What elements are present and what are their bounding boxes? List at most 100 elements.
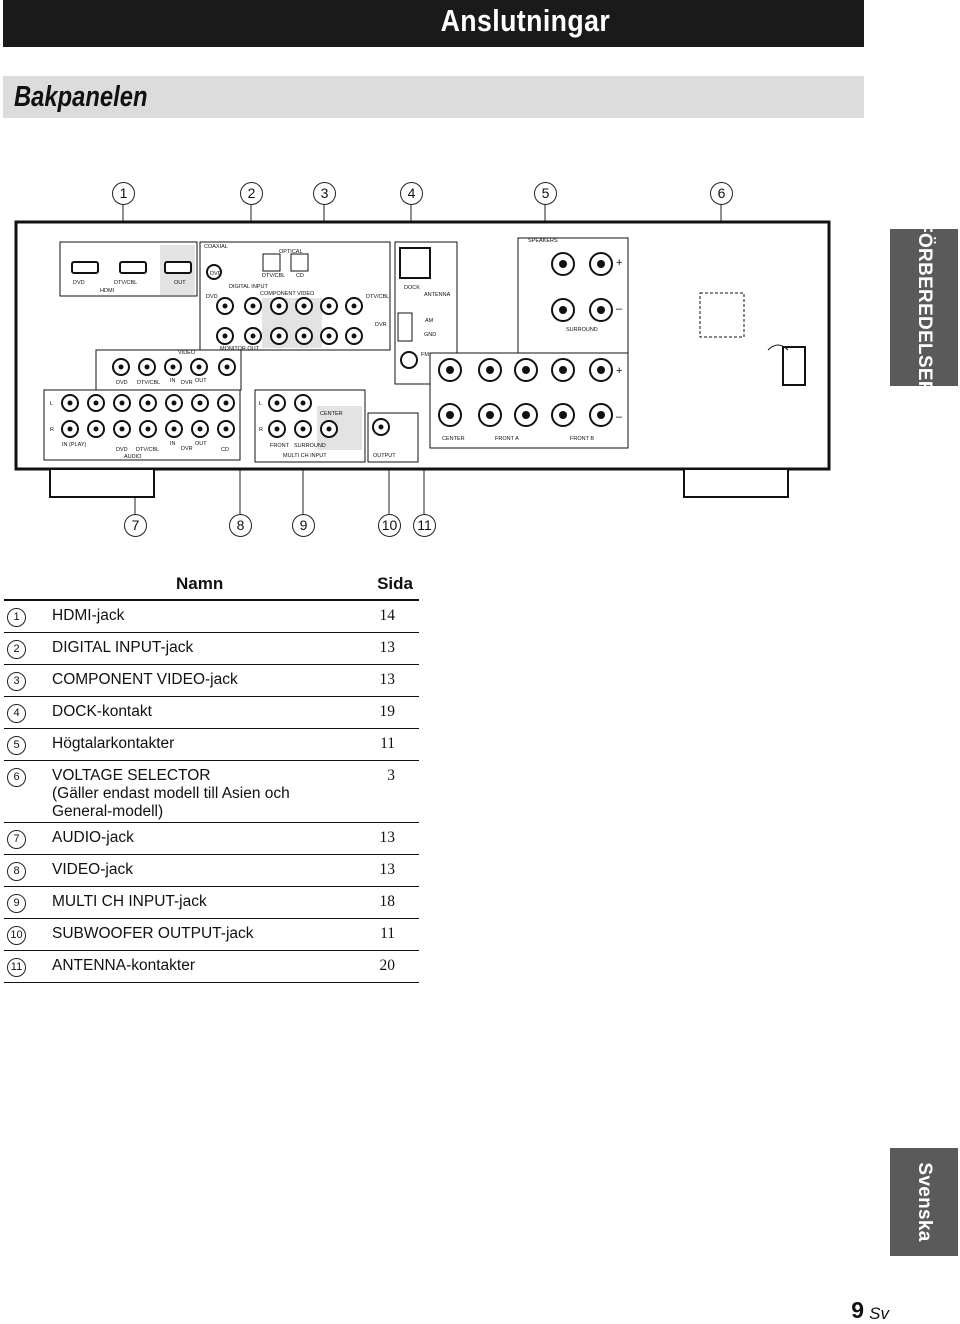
table-row: 11 ANTENNA-kontakter 20 (4, 950, 419, 983)
label-coaxial: COAXIAL (204, 244, 228, 250)
label-dtv-opt: DTV/CBL (262, 273, 285, 279)
row-number: 1 (7, 608, 26, 627)
row-page: 13 (364, 854, 419, 887)
row-page: 18 (364, 886, 419, 919)
table-row: 5 Högtalarkontakter 11 (4, 728, 419, 761)
label-audio-dvd: DVD (116, 447, 128, 453)
label-center: CENTER (442, 436, 465, 442)
label-audio-in: IN (PLAY) (62, 442, 87, 448)
row-name: DIGITAL INPUT-jack (40, 632, 365, 665)
table-row: 4 DOCK-kontakt 19 (4, 696, 419, 729)
label-digital-input: DIGITAL INPUT (229, 284, 268, 290)
row-name: SUBWOOFER OUTPUT-jack (40, 918, 365, 951)
row-name: DOCK-kontakt (40, 696, 365, 729)
label-video-out: OUT (195, 378, 207, 384)
table-row: 10 SUBWOOFER OUTPUT-jack 11 (4, 918, 419, 951)
label-speakers: SPEAKERS (528, 238, 558, 244)
side-tab-forberedelser: FÖRBEREDELSER (890, 221, 958, 394)
row-page: 13 (364, 822, 419, 855)
table-row: 6 VOLTAGE SELECTOR (Gäller endast modell… (4, 760, 419, 823)
row-number: 5 (7, 736, 26, 755)
label-gnd: GND (424, 332, 436, 338)
table-row: 8 VIDEO-jack 13 (4, 854, 419, 887)
row-name: ANTENNA-kontakter (40, 950, 365, 983)
label-multi-ch-input: MULTI CH INPUT (283, 453, 327, 459)
label-front-a: FRONT A (495, 436, 519, 442)
label-am: AM (425, 318, 434, 324)
row-number: 10 (7, 926, 26, 945)
label-comp-dvr: DVR (375, 322, 387, 328)
header-bar (3, 0, 864, 47)
label-minus-top: – (616, 303, 623, 315)
row-number: 11 (7, 958, 26, 977)
callout-11: 11 (413, 514, 436, 537)
row-name: Högtalarkontakter (40, 728, 365, 761)
label-audio-dtv: DTV/CBL (136, 447, 159, 453)
label-audio-out: OUT (195, 441, 207, 447)
label-surround: SURROUND (566, 327, 598, 333)
col-header-page: Sida (364, 568, 419, 601)
label-hdmi-dvd: DVD (73, 280, 85, 286)
parts-table: Namn Sida 1 HDMI-jack 14 2 DIGITAL INPUT… (4, 568, 419, 983)
row-number: 8 (7, 862, 26, 881)
label-front: FRONT (270, 443, 290, 449)
label-video-in: IN (170, 378, 176, 384)
row-name: AUDIO-jack (40, 822, 365, 855)
row-number: 9 (7, 894, 26, 913)
label-mc-r: R (259, 427, 263, 433)
row-name: MULTI CH INPUT-jack (40, 886, 365, 919)
label-center-mc: CENTER (320, 411, 343, 417)
label-plus-bottom: + (616, 365, 622, 377)
row-number: 6 (7, 768, 26, 787)
label-comp-dtv: DTV/CBL (366, 294, 389, 300)
row-name: COMPONENT VIDEO-jack (40, 664, 365, 697)
label-audio-dvr: DVR (181, 446, 193, 452)
label-cd: CD (296, 273, 304, 279)
callout-10: 10 (378, 514, 401, 537)
label-audio-l: L (50, 401, 53, 407)
side-tab-svenska: Svenska (890, 1148, 958, 1256)
label-hdmi-dtv: DTV/CBL (114, 280, 137, 286)
label-video-dvd: DVD (116, 380, 128, 386)
row-number: 2 (7, 640, 26, 659)
row-page: 19 (364, 696, 419, 729)
label-audio-r: R (50, 427, 54, 433)
row-number: 7 (7, 830, 26, 849)
label-surround-mc: SURROUND (294, 443, 326, 449)
side-tab-label: Svenska (914, 1162, 935, 1242)
label-mc-l: L (259, 401, 262, 407)
row-name: HDMI-jack (40, 600, 365, 633)
row-number: 4 (7, 704, 26, 723)
row-page: 13 (364, 632, 419, 665)
callout-6: 6 (710, 182, 733, 205)
label-hdmi: HDMI (100, 288, 115, 294)
table-row: 9 MULTI CH INPUT-jack 18 (4, 886, 419, 919)
label-audio: AUDIO (124, 454, 142, 460)
label-comp-dvd: DVD (206, 294, 218, 300)
label-minus-bottom: – (616, 411, 623, 423)
table-row: 7 AUDIO-jack 13 (4, 822, 419, 855)
table-row: 3 COMPONENT VIDEO-jack 13 (4, 664, 419, 697)
row-page: 11 (364, 918, 419, 951)
col-header-name: Namn (4, 568, 365, 601)
label-antenna: ANTENNA (424, 292, 451, 298)
section-bar (3, 76, 864, 118)
row-page: 14 (364, 600, 419, 633)
table-row: 2 DIGITAL INPUT-jack 13 (4, 632, 419, 665)
label-front-b: FRONT B (570, 436, 594, 442)
callout-8: 8 (229, 514, 252, 537)
label-output: OUTPUT (373, 453, 396, 459)
table-row: 1 HDMI-jack 14 (4, 600, 419, 633)
row-page: 11 (364, 728, 419, 761)
row-page: 20 (364, 950, 419, 983)
label-video-dtv: DTV/CBL (137, 380, 160, 386)
label-video: VIDEO (178, 350, 196, 356)
rear-panel-diagram: HDMI DVD DTV/CBL OUT COAXIAL OPTICAL CD … (14, 204, 831, 514)
row-page: 13 (364, 664, 419, 697)
row-name: VIDEO-jack (40, 854, 365, 887)
label-component-video: COMPONENT VIDEO (260, 291, 315, 297)
label-optical: OPTICAL (279, 249, 303, 255)
page-title: Anslutningar (440, 3, 610, 38)
callout-2: 2 (240, 182, 263, 205)
label-plus-top: + (616, 257, 622, 269)
